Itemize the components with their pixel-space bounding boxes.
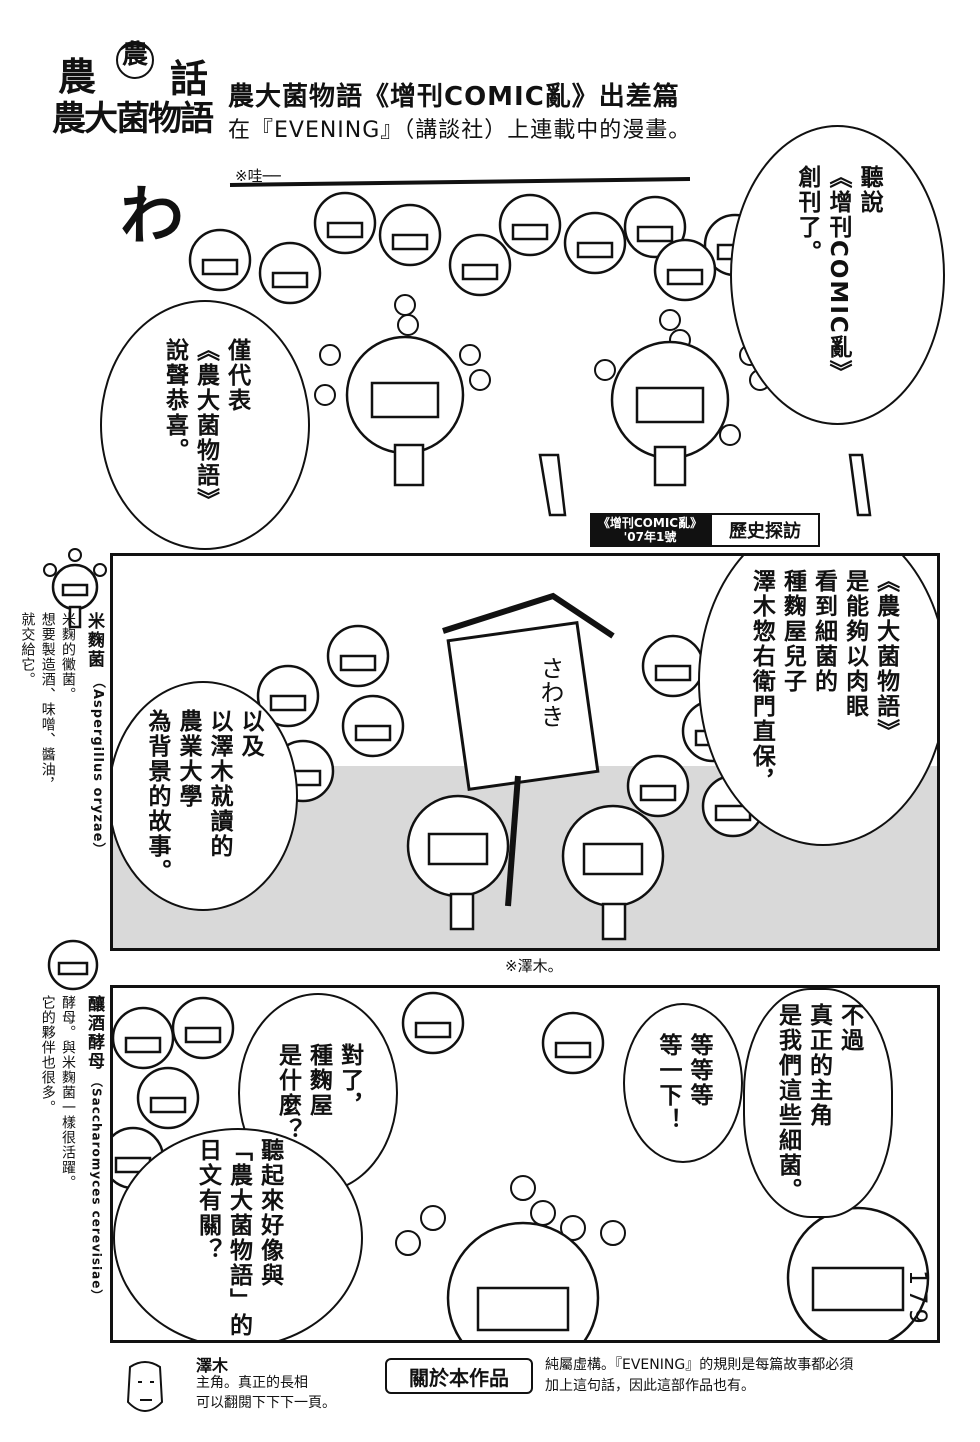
sawaki-face-icon	[126, 1361, 164, 1412]
about-label: 關於本作品	[385, 1358, 533, 1394]
yeast-name: 釀酒酵母	[84, 995, 104, 1071]
speech-bubble-2: 等等等 等一下！	[623, 1003, 743, 1163]
series-logo: 農 農 話 農大菌物語	[50, 38, 220, 148]
logo-emblem-icon	[116, 41, 154, 79]
microbe-big-left-icon	[406, 794, 510, 931]
bubble-text: 等等等 等一下！	[655, 1033, 713, 1133]
sfx-note: ※哇──	[235, 167, 281, 185]
koji-latin: （Aspergillus oryzae）	[89, 675, 105, 857]
char-desc: 主角。真正的長相 可以翻閱下下下一頁。	[196, 1375, 336, 1411]
speech-bubble-left: 僅代表 《農大菌物語》 說聲恭喜。	[100, 300, 310, 550]
page-title: 農大菌物語《增刊COMIC亂》出差篇	[228, 82, 680, 112]
logo-char-5: 話	[170, 56, 209, 101]
panel-1: わ ※哇── 聽說 《增刊COMIC亂》 創刊了。 僅代表 《農大菌物語》 說聲…	[100, 125, 945, 550]
koji-description: 米麴菌 米麴的黴菌。 想要製造酒、味噌、醬油， 就交給它。	[19, 612, 107, 862]
panel-2: さわき 《農大菌物語》 是能夠以肉眼 看到細菌的 種麴屋兒子 澤木惣右衛門直保，…	[110, 553, 940, 951]
speech-bubble-4: 聽起來好像與 「農大菌物語」的 日文有關？	[113, 1128, 363, 1340]
microbe-big-left-icon	[314, 294, 491, 487]
panel-3: 不過 真正的主角 是我們這些細菌。 等等等 等一下！ 對了， 種麴屋 是什麼？ …	[110, 985, 940, 1343]
radish-mascot-left-icon	[538, 453, 567, 517]
footnote: ※澤木。	[505, 957, 563, 975]
panel-3-art	[113, 991, 930, 1340]
char-name: 澤木	[196, 1356, 229, 1375]
koji-name: 米麴菌	[84, 612, 104, 669]
speech-bubble-1: 不過 真正的主角 是我們這些細菌。	[743, 988, 893, 1218]
sawaki-portrait	[110, 1352, 180, 1427]
page-number: 179	[904, 1270, 932, 1328]
microbe-big-center-icon	[395, 1175, 626, 1340]
history-badge: 歷史探訪	[710, 513, 820, 547]
radish-mascot-right-icon	[848, 453, 872, 517]
logo-char-1: 農	[58, 54, 97, 99]
koji-mascot-icon	[43, 548, 107, 629]
panel-1-art	[188, 177, 872, 517]
logo-badge: 農	[122, 40, 149, 70]
issue-badge: 《增刊COMIC亂》 '07年1號	[590, 513, 710, 547]
microbe-big-right-icon	[561, 804, 665, 941]
page-subtitle: 在『EVENING』（講談社）上連載中的漫畫。	[228, 118, 692, 143]
microbe-big-right-icon	[786, 1206, 930, 1340]
logo-text: 農大菌物語	[52, 99, 214, 139]
bubble-text: 對了， 種麴屋 是什麼？	[274, 1043, 363, 1143]
bubble-text: 以及 以澤木就讀的 農業大學 為背景的故事。	[143, 708, 264, 884]
yeast-mascot-icon	[47, 939, 99, 991]
yeast-description: 釀酒酵母 酵母。與米麴菌一樣很活躍。 它的夥伴也很多。	[35, 995, 107, 1225]
bubble-text: 聽起來好像與 「農大菌物語」的 日文有關？	[194, 1138, 283, 1338]
bubble-text: 聽說 《增刊COMIC亂》 創刊了。	[793, 165, 883, 385]
bubble-text: 《農大菌物語》 是能夠以肉眼 看到細菌的 種麴屋兒子 澤木惣右衛門直保，	[748, 568, 899, 794]
speech-bubble-right: 《農大菌物語》 是能夠以肉眼 看到細菌的 種麴屋兒子 澤木惣右衛門直保，	[698, 556, 937, 846]
koji-desc: 米麴的黴菌。 想要製造酒、味噌、醬油， 就交給它。	[19, 612, 76, 792]
sfx-wa: わ	[120, 179, 184, 254]
microbe-big-right-icon	[594, 309, 771, 487]
sign-text: さわき	[536, 656, 564, 728]
bubble-text: 不過 真正的主角 是我們這些細菌。	[774, 1003, 863, 1203]
wooden-sign-icon	[442, 592, 615, 907]
bubble-text: 僅代表 《農大菌物語》 說聲恭喜。	[161, 337, 250, 513]
yeast-mascot	[38, 935, 108, 995]
microbe-crowd-icon	[188, 191, 767, 305]
about-text: 純屬虛構。『EVENING』的規則是每篇故事都必須 加上這句話，因此這部作品也有…	[545, 1357, 854, 1394]
yeast-desc: 酵母。與米麴菌一樣很活躍。 它的夥伴也很多。	[39, 995, 76, 1190]
speech-bubble-right: 聽說 《增刊COMIC亂》 創刊了。	[730, 125, 945, 425]
speech-bubble-left: 以及 以澤木就讀的 農業大學 為背景的故事。	[113, 681, 298, 911]
koji-mascot	[40, 545, 110, 635]
yeast-latin: （Saccharomyces cerevisiae）	[89, 1075, 104, 1303]
